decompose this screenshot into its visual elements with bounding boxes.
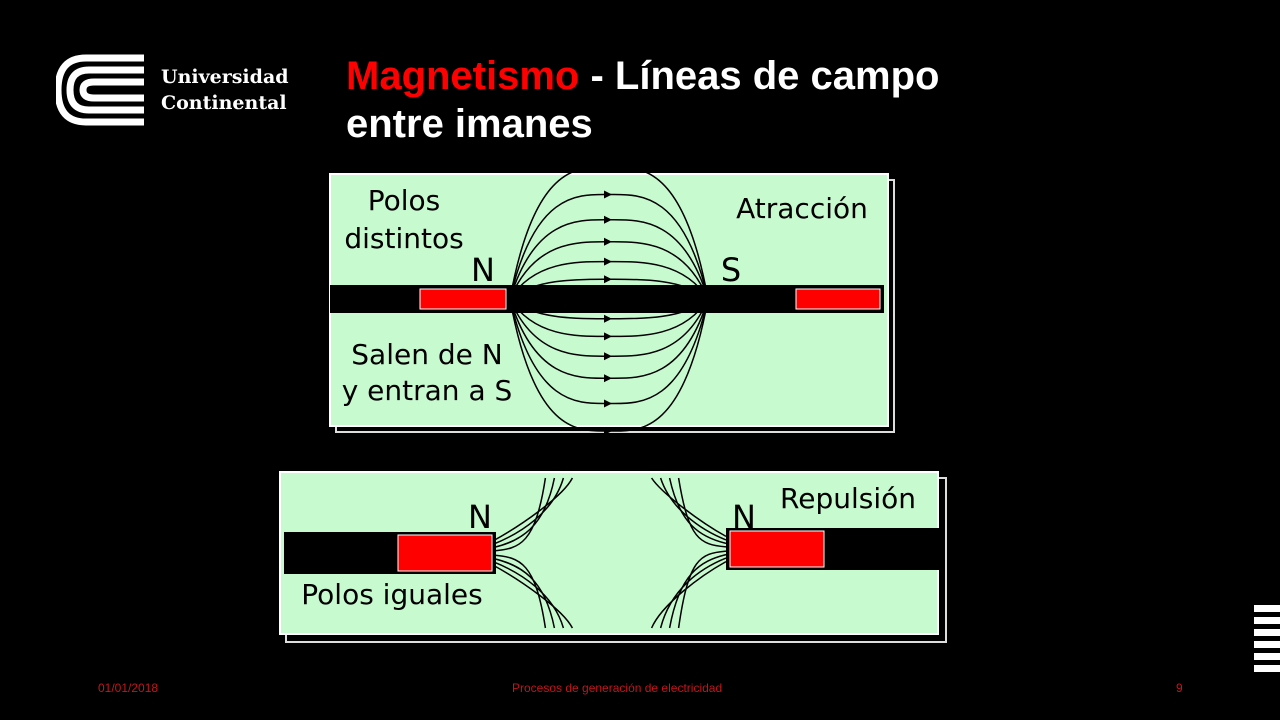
footer-subject: Procesos de generación de electricidad (512, 681, 723, 695)
magnet-south (795, 288, 881, 310)
field-arrow (604, 190, 612, 199)
pole-n-label: N (471, 251, 495, 289)
continental-c-icon (54, 54, 144, 126)
pole-n-right-label: N (732, 498, 756, 536)
decorative-stripes (1254, 605, 1280, 677)
field-arrow (604, 257, 612, 266)
repulsion-diagram: Repulsión N N Polos iguales (279, 471, 947, 643)
field-line (493, 554, 547, 629)
field-arrow (604, 237, 612, 246)
field-line (650, 560, 727, 629)
field-line (668, 477, 727, 545)
field-line (493, 477, 556, 549)
field-line (493, 477, 565, 545)
field-line (650, 477, 727, 538)
note-polos-iguales: Polos iguales (301, 578, 482, 611)
university-logo: Universidad Continental (54, 54, 306, 126)
footer-date: 01/01/2018 (98, 681, 159, 695)
field-arrow (604, 275, 612, 284)
label-distintos: distintos (344, 222, 463, 255)
label-repulsion: Repulsión (780, 482, 916, 515)
magnet-north (419, 288, 507, 310)
field-line (668, 553, 727, 629)
title-line2: entre imanes (346, 102, 593, 146)
field-arrow (604, 215, 612, 224)
pole-n-left-label: N (468, 498, 492, 536)
field-arrow (604, 399, 612, 408)
pole-s-label: S (721, 251, 741, 289)
field-arrow (604, 427, 612, 435)
magnet-north-right (729, 530, 825, 568)
slide-title: Magnetismo - Líneas de campo entre imane… (346, 52, 1106, 148)
attraction-diagram: Polos distintos Atracción N S Salen de N… (329, 163, 895, 435)
footer-page-number: 9 (1176, 681, 1183, 695)
attraction-field-lines (509, 163, 709, 435)
field-line (493, 557, 556, 629)
note-entran: y entran a S (342, 374, 513, 407)
field-arrow (604, 352, 612, 361)
field-arrow (604, 332, 612, 341)
field-line (493, 564, 574, 629)
university-name-line1: Universidad (161, 66, 289, 88)
field-arrow (604, 374, 612, 383)
field-line (493, 561, 565, 629)
title-accent: Magnetismo (346, 54, 580, 98)
note-salen: Salen de N (351, 338, 502, 371)
university-name: Universidad Continental (161, 64, 289, 116)
field-arrow (604, 295, 612, 303)
field-line (659, 557, 727, 629)
title-line1: - Líneas de campo (579, 54, 940, 98)
university-name-line2: Continental (161, 92, 287, 114)
field-line (677, 477, 727, 548)
label-polos: Polos (368, 184, 441, 217)
repulsion-field-lines (493, 477, 727, 629)
field-arrow (604, 163, 612, 171)
magnet-north-left (397, 534, 493, 572)
field-line (677, 550, 727, 629)
field-line (493, 477, 547, 552)
field-arrow (604, 314, 612, 323)
label-atraccion: Atracción (736, 192, 868, 225)
